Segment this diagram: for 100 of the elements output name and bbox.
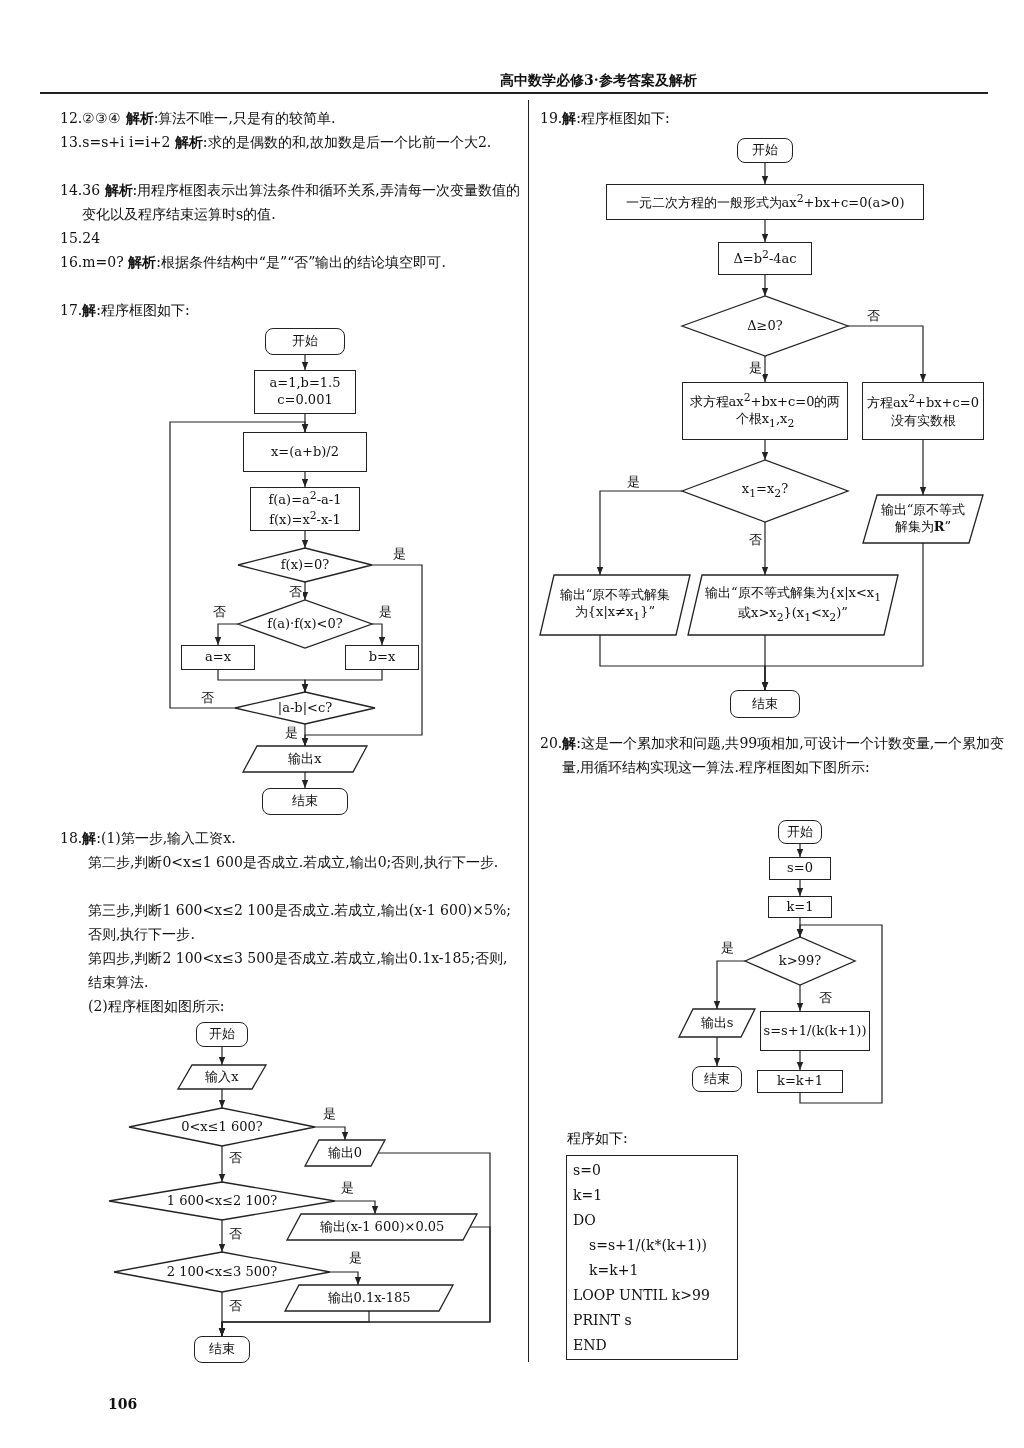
node-text: 开始 (292, 333, 318, 350)
process-box (718, 242, 812, 275)
node-text: f(a)·f(x)<0? (267, 615, 343, 633)
node-text: f(x)=0? (280, 556, 330, 574)
node-text: k=1 (786, 898, 814, 916)
flow-arrow (218, 1145, 226, 1183)
process-box (181, 645, 255, 670)
header-text: 高中数学必修3·参考答案及解析 (500, 71, 698, 90)
code-line: k=k+1 (588, 1260, 639, 1280)
process-box (768, 896, 832, 918)
flow-arrow (761, 219, 769, 243)
node-text: 输出s (700, 1014, 734, 1032)
code-line: s=s+1/(k*(k+1)) (588, 1235, 707, 1255)
flow-arrow (301, 723, 309, 747)
node-text: 输出“原不等式解集为R” (879, 502, 967, 536)
process-box (760, 1011, 870, 1051)
node-text: f(a)=a$^{2}$-a-1 f(x)=x$^{2}$-x-1 (267, 488, 343, 530)
process-box (757, 1070, 843, 1093)
process-box (862, 382, 984, 440)
answer-text: 第二步,判断0<x≤1 600是否成立.若成立,输出0;否则,执行下一步. (88, 853, 500, 872)
terminal-box (196, 1022, 248, 1047)
io-parallelogram (540, 575, 690, 635)
node-text: x$_{1}$=x$_{2}$? (741, 481, 789, 501)
decision-diamond (238, 548, 372, 582)
flow-arrow (218, 1088, 226, 1109)
flow-arrow (169, 421, 309, 709)
flow-arrow (301, 581, 309, 601)
flow-arrow (214, 623, 239, 646)
node-text: 输出0 (327, 1144, 363, 1162)
edge-label: 是 (392, 546, 407, 561)
flow-arrow (371, 623, 386, 646)
node-text: |a-b|<c? (277, 699, 333, 717)
io-parallelogram (287, 1214, 477, 1240)
flow-arrow (329, 1271, 362, 1286)
io-parallelogram (178, 1065, 266, 1089)
flow-arrow (218, 1219, 226, 1253)
node-text: Δ=b$^{2}$-4ac (733, 248, 797, 269)
answer-text: 15.24 (60, 229, 102, 248)
node-text: a=x (205, 649, 231, 666)
node-text: 方程ax$^{2}$+bx+c=0没有实数根 (867, 392, 979, 430)
flow-arrow (218, 1310, 370, 1337)
flow-arrow (761, 439, 769, 461)
flow-arrow (596, 490, 683, 576)
answer-text: 18.解:(1)第一步,输入工资x. (60, 829, 237, 848)
edge-label: 否 (212, 604, 227, 619)
node-text: x=(a+b)/2 (271, 443, 339, 461)
flow-arrow (796, 984, 804, 1012)
node-text: 结束 (292, 793, 318, 810)
flow-arrow (761, 355, 769, 383)
code-line: LOOP UNTIL k>99 (573, 1285, 710, 1305)
flow-arrow (334, 1200, 379, 1215)
node-text: a=1,b=1.5 c=0.001 (268, 375, 342, 409)
node-text: 输入x (205, 1068, 239, 1086)
terminal-box (730, 690, 800, 718)
io-parallelogram (679, 1009, 755, 1037)
node-text: 结束 (752, 695, 778, 713)
flow-arrow (301, 530, 309, 549)
node-text: 2 100<x≤3 500? (166, 1263, 278, 1281)
answer-text: 13.s=s+i i=i+2 解析:求的是偶数的和,故加数是后一个比前一个大2. (60, 133, 493, 152)
edge-label: 否 (288, 584, 303, 599)
answer-text: 16.m=0? 解析:根据条件结构中“是”“否”输出的结论填空即可. (60, 253, 447, 272)
node-text: 一元二次方程的一般形式为ax$^{2}$+bx+c=0(a>0) (625, 191, 905, 213)
node-text: 开始 (209, 1026, 235, 1043)
node-text: 结束 (209, 1341, 235, 1358)
terminal-box (262, 788, 348, 815)
edge-label: 是 (378, 604, 393, 619)
node-text: 输出(x-1 600)×0.05 (319, 1218, 445, 1236)
edge-label: 是 (626, 474, 641, 489)
terminal-box (194, 1336, 250, 1363)
page-number: 106 (108, 1395, 139, 1414)
node-text: k>99? (778, 952, 822, 970)
answer-text: 19.解:程序框图如下: (540, 109, 671, 128)
process-box (254, 370, 356, 414)
edge-label: 否 (748, 532, 763, 547)
decision-diamond (129, 1108, 315, 1146)
node-text: 输出“原不等式解集为{x|x<x$_{1}$或x>x$_{2}$}(x$_{1}$<x$_{2}$)” (704, 585, 882, 625)
code-line: k=1 (573, 1185, 603, 1205)
node-text: 结束 (704, 1070, 730, 1088)
flow-arrow (761, 162, 769, 185)
terminal-box (692, 1066, 742, 1092)
node-text: 开始 (752, 142, 778, 159)
flow-arrow (301, 771, 309, 789)
flow-arrow (796, 879, 804, 897)
node-text: s=s+1/(k(k+1)) (763, 1022, 867, 1040)
decision-diamond (235, 692, 375, 724)
edge-label: 否 (200, 690, 215, 705)
node-text: Δ≥0? (747, 317, 783, 335)
flow-arrow (761, 521, 769, 576)
process-box (606, 184, 924, 220)
process-box (345, 645, 419, 670)
flow-arrow (314, 1126, 349, 1141)
edge-label: 否 (228, 1150, 243, 1165)
flow-arrow (218, 1046, 226, 1066)
flow-arrow (847, 325, 927, 383)
flow-arrow (796, 924, 883, 1104)
answer-text: 第四步,判断2 100<x≤3 500是否成立.若成立,输出0.1x-185;否则,结束算法. (88, 949, 509, 992)
flow-arrow (301, 669, 383, 693)
node-text: 输出x (288, 750, 322, 768)
node-text: 1 600<x≤2 100? (166, 1192, 278, 1210)
edge-label: 是 (748, 360, 763, 375)
